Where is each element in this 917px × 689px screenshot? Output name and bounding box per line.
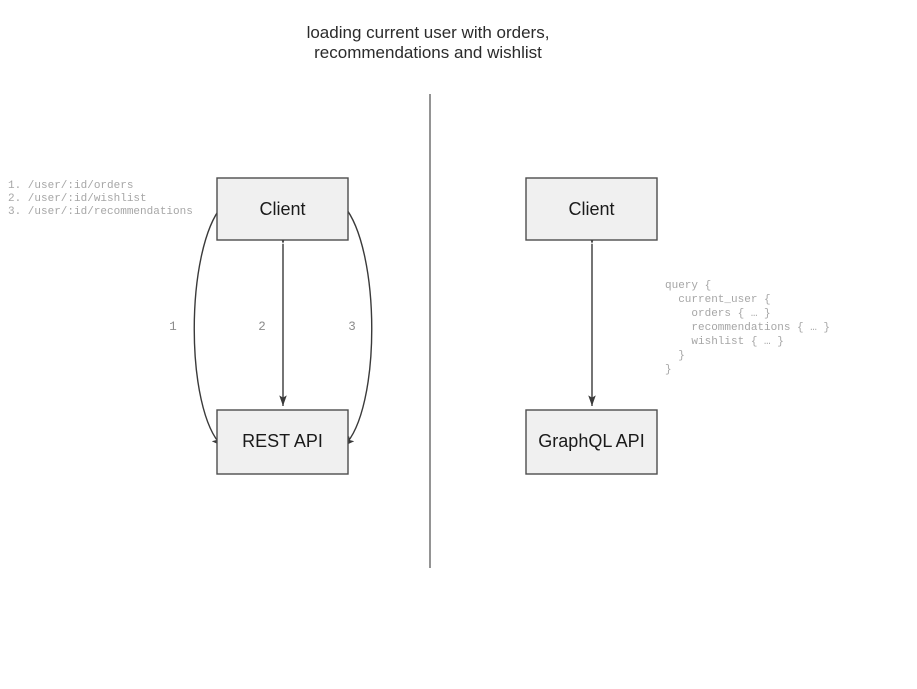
edge-number-1: 1 bbox=[169, 320, 177, 334]
node-graphql-api[interactable] bbox=[525, 409, 658, 475]
rest-endpoint-item-3: 3. /user/:id/recommendations bbox=[8, 206, 193, 218]
diagram-title-line-2: recommendations and wishlist bbox=[314, 43, 542, 62]
graphql-query-line-2: current_user { bbox=[665, 294, 771, 306]
edge-number-2: 2 bbox=[258, 320, 266, 334]
graphql-query-line-4: recommendations { … } bbox=[665, 322, 830, 334]
node-rest-api[interactable] bbox=[216, 409, 349, 475]
diagram-title-line-1: loading current user with orders, bbox=[307, 23, 550, 42]
graphql-query-line-1: query { bbox=[665, 280, 711, 292]
rest-endpoint-item-1: 1. /user/:id/orders bbox=[8, 180, 133, 192]
node-graphql-api-label: GraphQL API bbox=[538, 431, 644, 451]
rest-endpoint-item-2: 2. /user/:id/wishlist bbox=[8, 193, 147, 205]
node-rest-client[interactable] bbox=[216, 177, 349, 241]
node-graphql-client[interactable] bbox=[525, 177, 658, 241]
node-graphql-client-label: Client bbox=[568, 199, 614, 219]
edge-rest-recommendations bbox=[334, 195, 373, 447]
node-rest-api-label: REST API bbox=[242, 431, 323, 451]
edge-number-3: 3 bbox=[348, 320, 356, 334]
edge-rest-orders bbox=[193, 195, 232, 447]
graphql-query-line-6: } bbox=[665, 350, 685, 362]
graphql-query-line-3: orders { … } bbox=[665, 308, 771, 320]
graphql-query-line-5: wishlist { … } bbox=[665, 336, 784, 348]
graphql-query-line-7: } bbox=[665, 364, 672, 376]
node-rest-client-label: Client bbox=[259, 199, 305, 219]
